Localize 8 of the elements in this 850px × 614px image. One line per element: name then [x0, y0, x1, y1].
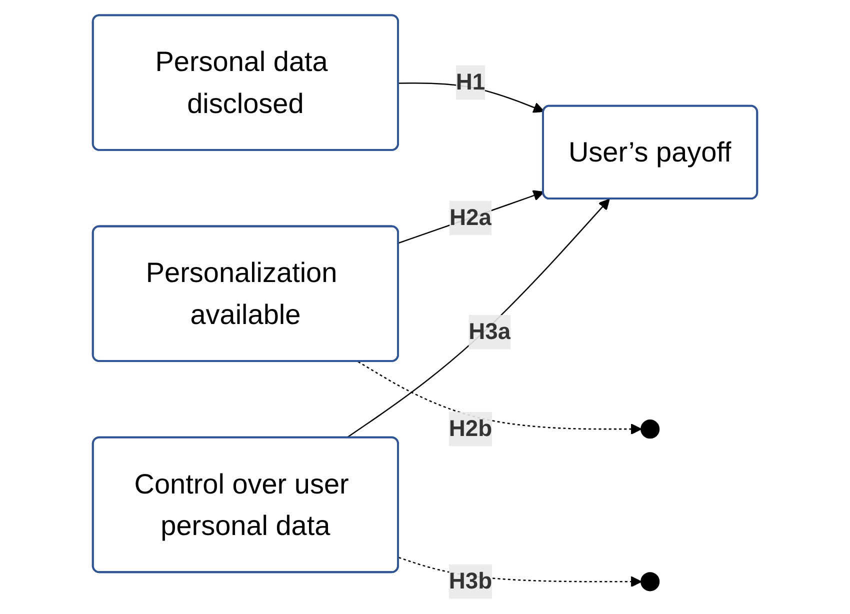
edge-label: H3a [468, 318, 511, 344]
arrow [346, 198, 610, 438]
edge-label: H2a [450, 204, 492, 230]
arrow [358, 361, 642, 435]
edge-label: H1 [456, 69, 486, 95]
arrow [398, 190, 544, 244]
edge-label: H3b [448, 568, 492, 594]
edge-label: H2b [448, 416, 492, 442]
